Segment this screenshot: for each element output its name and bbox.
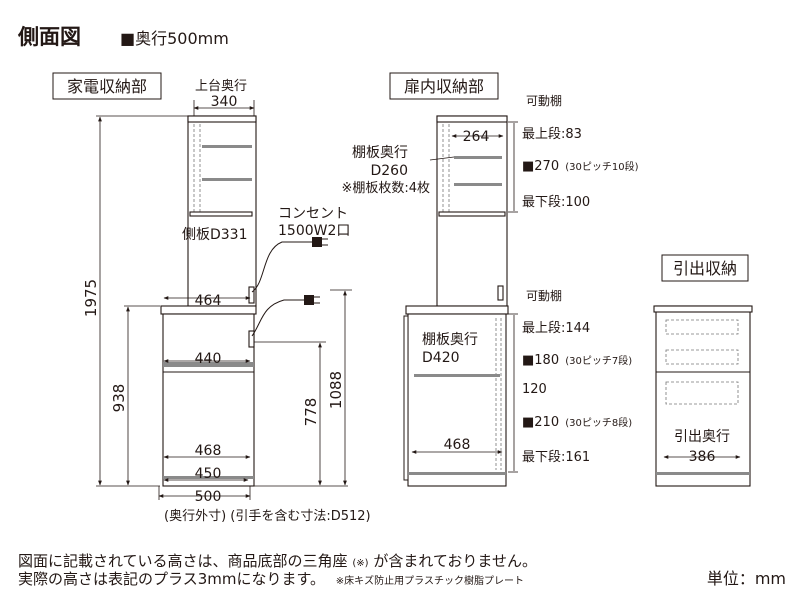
tobira-upper-shelf-count: ※棚板枚数:4枚 [341,181,430,196]
plug-icon [312,237,322,247]
lower-outlet-icon [248,330,255,348]
tobira-upper-top-board [436,115,508,123]
dim-500: 500 [195,489,222,505]
depth-note: ■奥行500mm [120,29,229,48]
tobira-base [408,472,506,475]
tobira-lower-pitch2-note: (30ピッチ8段) [565,416,632,429]
dim-450: 450 [195,466,222,482]
tobira-upper-top: 最上段:83 [522,127,582,142]
dim-464: 464 [195,293,222,309]
unit-label: 単位：mm [707,569,786,588]
tobira-cabinet [403,115,509,487]
kaden-top-depth: 340 [211,94,238,110]
kaden-lower-unit [162,313,255,487]
tobira-lower-pitch2-line: ■210 (30ピッチ8段) [522,415,632,430]
dim-468: 468 [195,443,222,459]
section-tobira-label: 扉内収納部 [389,72,499,100]
kaden-upper-top-board [187,115,257,123]
tobira-upper-bottom-board [438,211,506,217]
tobira-movable-upper: 可動棚 [526,93,562,108]
tobira-upper-pitch-line: ■270 (30ピッチ10段) [522,159,639,174]
section-hikidashi-label: 引出収納 [661,254,749,282]
tobira-upper-depth-dim: 264 [463,129,490,145]
tobira-lower-shelf-depth-label: 棚板奥行 [422,331,478,348]
footer-note-line1-b: が含まれておりません。 [373,552,537,570]
tobira-lower-dim: 468 [444,437,471,453]
footer-note-line1: 図面に記載されている高さは、商品底部の三角座 (※) が含まれておりません。 [18,552,537,570]
tobira-lower-mid: 120 [522,382,547,397]
footer-note-line2: 実際の高さは表記のプラス3mmになります。 [18,570,325,588]
tobira-lower-pitch2: ■210 [522,415,559,430]
tobira-upper-shelf [454,156,502,159]
section-kaden-label: 家電収納部 [52,72,162,100]
kaden-top-depth-label: 上台奥行 [195,79,247,94]
kaden-upper-shelf [202,178,252,181]
dim-440: 440 [195,351,222,367]
dim-778: 778 [302,398,320,427]
tobira-upper-pitch-note: (30ピッチ10段) [565,160,638,173]
dim-1975: 1975 [82,279,100,317]
plug-icon [304,295,314,305]
hikidashi-top-board [653,305,753,313]
hikidashi-drawer [665,319,739,335]
kaden-upper-unit [187,115,257,307]
kaden-upper-bottom-board [189,211,253,217]
section-hikidashi-text: 引出収納 [673,259,737,278]
section-tobira-text: 扉内収納部 [404,77,484,96]
tobira-lower-pitch1: ■180 [522,353,559,368]
footer-note-line2-small: ※床キズ防止用プラスチック樹脂プレート [336,574,524,587]
tobira-upper-shelf [454,183,502,186]
hikidashi-drawer [665,349,739,365]
tobira-upper-shelf-depth: D260 [370,163,408,179]
tobira-lower-pitch1-note: (30ピッチ7段) [565,354,632,367]
tobira-upper-shelf-depth-label: 棚板奥行 [352,144,408,161]
footer-note-line1-a: 図面に記載されている高さは、商品底部の三角座 [18,552,348,570]
tobira-upper-pitch: ■270 [522,159,559,174]
tobira-lower-top: 最上段:144 [522,321,590,336]
upper-outlet-icon [248,286,255,304]
tobira-lower-bottom: 最下段:161 [522,450,590,465]
hikidashi-base [656,472,750,475]
dim-938: 938 [110,384,128,413]
tobira-lower-shelf [414,374,500,377]
kaden-upper-shelf [202,145,252,148]
kaden-slide-shelf [163,362,254,367]
footer-note-line2-row: 実際の高さは表記のプラス3mmになります。 ※床キズ防止用プラスチック樹脂プレー… [18,570,524,588]
tobira-counter-top [405,305,509,315]
hikidashi-depth: 386 [689,449,716,465]
outlet-spec: 1500W2口 [278,223,350,239]
hikidashi-drawer [665,381,739,405]
tobira-upper-bottom: 最下段:100 [522,195,590,210]
page-title: 側面図 [17,25,81,49]
tobira-lower-shelf-depth: D420 [422,350,460,366]
tobira-movable-lower: 可動棚 [526,288,562,303]
tobira-upper-handle-icon [497,285,504,301]
kaden-depth-note: (奥行外寸) (引手を含む寸法:D512) [164,508,371,524]
tobira-door-panel [403,315,409,481]
hikidashi-depth-label: 引出奥行 [674,428,730,445]
kaden-side-panel: 側板D331 [182,227,248,243]
tobira-lower-unit [407,313,507,487]
dim-1088: 1088 [327,371,345,409]
section-kaden-text: 家電収納部 [67,77,147,96]
kaden-base [163,476,254,479]
tobira-lower-pitch1-line: ■180 (30ピッチ7段) [522,353,632,368]
footer-note-mark: (※) [352,558,368,569]
outlet-cords [251,237,328,337]
outlet-label: コンセント [278,206,348,222]
